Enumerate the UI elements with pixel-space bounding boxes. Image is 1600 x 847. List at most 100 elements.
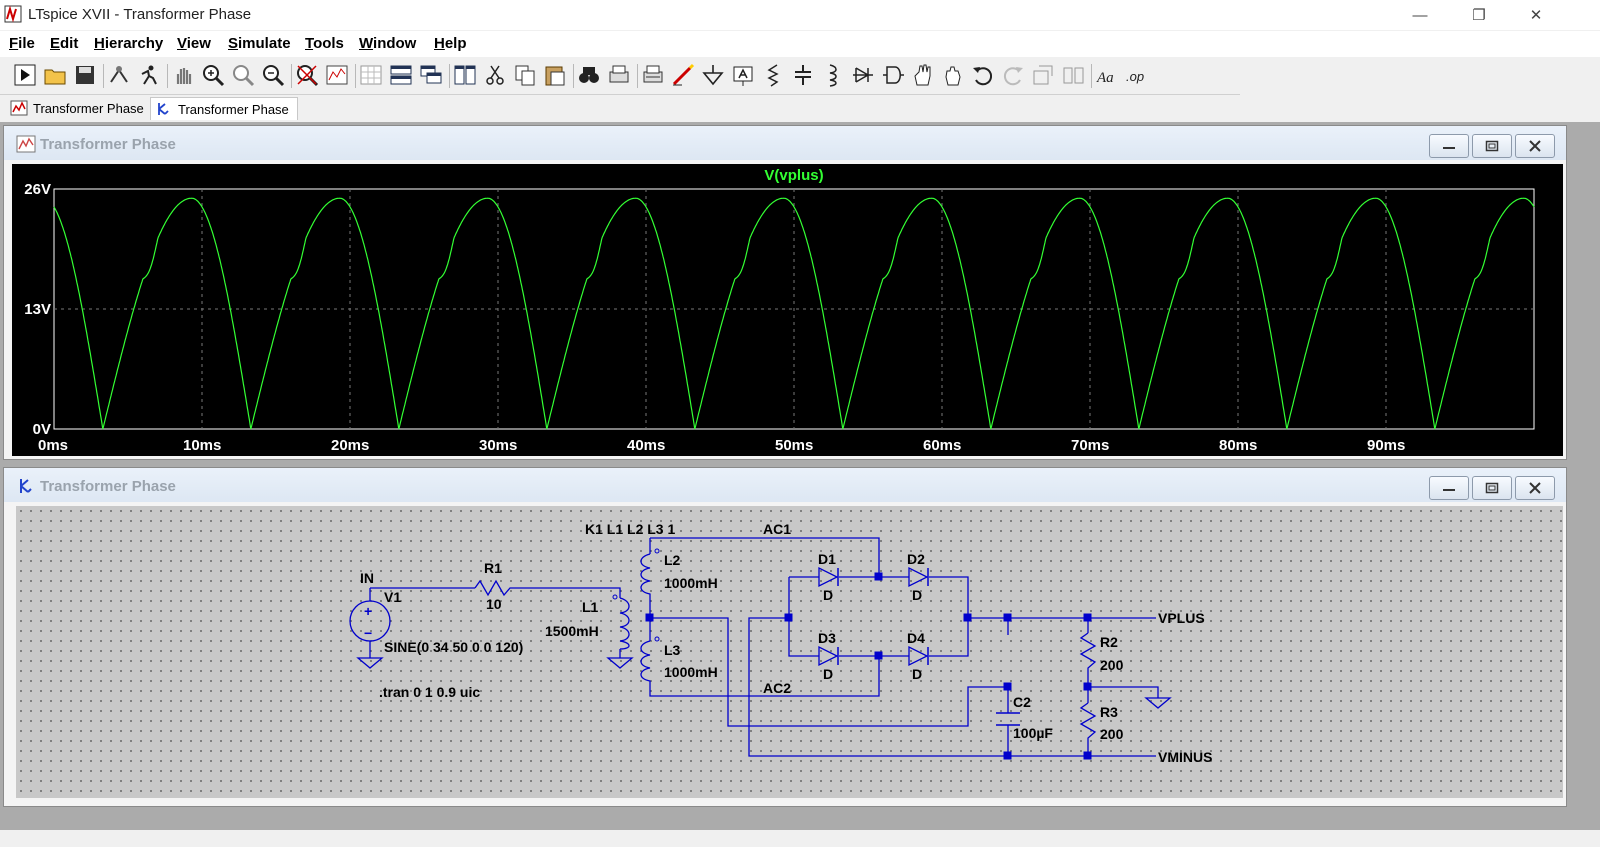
- tile-horizontal-button[interactable]: [388, 62, 414, 88]
- copy-button[interactable]: [512, 62, 538, 88]
- waveform-close-button[interactable]: [1515, 134, 1555, 158]
- component-button[interactable]: [880, 62, 906, 88]
- inductor-l1[interactable]: [619, 597, 630, 650]
- text-button[interactable]: Aa: [1094, 62, 1120, 88]
- c2-value[interactable]: 100µF: [1013, 725, 1053, 741]
- control-panel-button[interactable]: [106, 62, 132, 88]
- v1-name[interactable]: V1: [384, 589, 401, 605]
- find-button[interactable]: [576, 62, 602, 88]
- menu-window[interactable]: Window: [359, 35, 417, 52]
- mirror-button[interactable]: [1060, 62, 1086, 88]
- halt-button[interactable]: [170, 62, 196, 88]
- diode-d1[interactable]: [818, 566, 839, 588]
- r3-name[interactable]: R3: [1100, 704, 1118, 720]
- coupling-label[interactable]: K1 L1 L2 L3 1: [585, 521, 675, 537]
- ground-button[interactable]: [700, 62, 726, 88]
- capacitor-button[interactable]: [790, 62, 816, 88]
- l3-name[interactable]: L3: [664, 642, 681, 658]
- d4-model[interactable]: D: [912, 666, 922, 682]
- zoom-cancel-button[interactable]: [294, 62, 320, 88]
- print-button[interactable]: [606, 62, 632, 88]
- diode-d3[interactable]: [818, 645, 839, 667]
- trace-label[interactable]: V(vplus): [764, 167, 823, 184]
- inductor-button[interactable]: [820, 62, 846, 88]
- net-label-in[interactable]: IN: [360, 570, 374, 586]
- menu-view[interactable]: View: [177, 35, 211, 52]
- diode-d4[interactable]: [908, 645, 929, 667]
- menu-hierarchy[interactable]: Hierarchy: [94, 35, 164, 52]
- resistor-r1[interactable]: [474, 579, 515, 597]
- undo-button[interactable]: [970, 62, 996, 88]
- tile-vertical-button[interactable]: [452, 62, 478, 88]
- menu-help[interactable]: Help: [434, 35, 467, 52]
- l2-name[interactable]: L2: [664, 552, 681, 568]
- net-label-vminus[interactable]: VMINUS: [1158, 749, 1212, 765]
- cut-button[interactable]: [482, 62, 508, 88]
- d2-model[interactable]: D: [912, 587, 922, 603]
- zoom-fit-button[interactable]: [230, 62, 256, 88]
- resistor-r3[interactable]: [1079, 702, 1097, 743]
- d1-model[interactable]: D: [823, 587, 833, 603]
- waveform-trace[interactable]: [53, 197, 1535, 430]
- voltage-source-v1[interactable]: [349, 600, 391, 642]
- cascade-button[interactable]: [418, 62, 444, 88]
- l2-value[interactable]: 1000mH: [664, 575, 718, 591]
- menu-edit[interactable]: Edit: [50, 35, 79, 52]
- l1-name[interactable]: L1: [582, 599, 599, 615]
- d1-name[interactable]: D1: [818, 551, 836, 567]
- tab-schematic[interactable]: Transformer Phase: [150, 97, 298, 120]
- run-button[interactable]: [12, 62, 38, 88]
- drag-button[interactable]: [940, 62, 966, 88]
- redo-button[interactable]: [1000, 62, 1026, 88]
- inductor-l2[interactable]: [640, 553, 651, 598]
- ground-icon[interactable]: [606, 657, 634, 669]
- menu-simulate[interactable]: Simulate: [228, 35, 291, 52]
- schematic-maximize-button[interactable]: [1472, 476, 1512, 500]
- waveform-window-titlebar[interactable]: Transformer Phase: [4, 126, 1566, 160]
- save-button[interactable]: [72, 62, 98, 88]
- l1-value[interactable]: 1500mH: [545, 623, 599, 639]
- tab-waveform[interactable]: Transformer Phase: [6, 97, 148, 119]
- schematic-window-titlebar[interactable]: Transformer Phase: [4, 468, 1566, 502]
- open-button[interactable]: [42, 62, 68, 88]
- autorange-button[interactable]: [324, 62, 350, 88]
- r3-value[interactable]: 200: [1100, 726, 1124, 742]
- menu-file[interactable]: File: [9, 35, 35, 52]
- schematic-minimize-button[interactable]: [1429, 476, 1469, 500]
- inductor-l3[interactable]: [640, 640, 651, 684]
- run-sim-button[interactable]: [136, 62, 162, 88]
- d3-model[interactable]: D: [823, 666, 833, 682]
- move-button[interactable]: [910, 62, 936, 88]
- diode-button[interactable]: [850, 62, 876, 88]
- diode-d2[interactable]: [908, 566, 929, 588]
- capacitor-c2[interactable]: [996, 712, 1020, 726]
- menu-tools[interactable]: Tools: [305, 35, 344, 52]
- print-preview-button[interactable]: [640, 62, 666, 88]
- close-button[interactable]: ✕: [1529, 7, 1543, 24]
- resistor-button[interactable]: [760, 62, 786, 88]
- paste-button[interactable]: [542, 62, 568, 88]
- label-net-button[interactable]: [730, 62, 756, 88]
- minimize-button[interactable]: —: [1412, 6, 1428, 24]
- v1-value[interactable]: SINE(0 34 50 0 0 120): [384, 639, 523, 655]
- spice-directive-button[interactable]: .op: [1124, 62, 1150, 88]
- waveform-minimize-button[interactable]: [1429, 134, 1469, 158]
- resistor-r2[interactable]: [1079, 632, 1097, 673]
- waveform-maximize-button[interactable]: [1472, 134, 1512, 158]
- net-label-ac2[interactable]: AC2: [763, 680, 791, 696]
- r2-name[interactable]: R2: [1100, 634, 1118, 650]
- zoom-in-button[interactable]: [200, 62, 226, 88]
- r1-value[interactable]: 10: [486, 596, 502, 612]
- d4-name[interactable]: D4: [907, 630, 925, 646]
- ground-icon[interactable]: [356, 657, 384, 669]
- d3-name[interactable]: D3: [818, 630, 836, 646]
- ground-icon[interactable]: [1144, 697, 1172, 709]
- maximize-button[interactable]: ❐: [1472, 7, 1486, 24]
- schematic-canvas[interactable]: + −: [16, 506, 1563, 798]
- grid-button[interactable]: [358, 62, 384, 88]
- net-label-ac1[interactable]: AC1: [763, 521, 791, 537]
- c2-name[interactable]: C2: [1013, 694, 1031, 710]
- d2-name[interactable]: D2: [907, 551, 925, 567]
- schematic-close-button[interactable]: [1515, 476, 1555, 500]
